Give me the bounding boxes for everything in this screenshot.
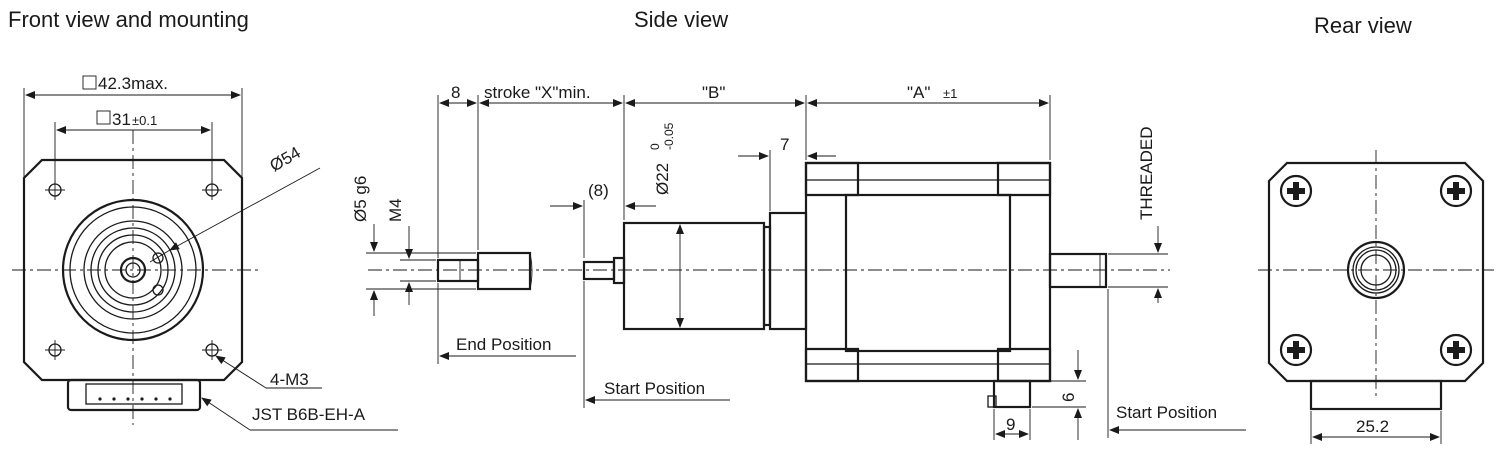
screw-icon	[1439, 333, 1473, 367]
dim-boss-tol-upper: 0	[648, 143, 662, 150]
label-threaded: THREADED	[1137, 126, 1156, 220]
connector-outline	[66, 378, 202, 412]
label-rear-start-position: Start Position	[1116, 403, 1217, 422]
mounting-hole	[45, 340, 65, 360]
screw-icon	[1439, 174, 1473, 208]
dim-boss-tol-lower: -0.05	[662, 122, 676, 150]
dim-gap: (8)	[588, 181, 609, 200]
rear-view-title: Rear view	[1314, 13, 1412, 38]
dim-b-length: "B"	[702, 83, 725, 102]
label-end-position: End Position	[456, 335, 551, 354]
dim-tab-width: 25.2	[1356, 417, 1389, 436]
label-start-position: Start Position	[604, 379, 705, 398]
rear-view: 25.2	[1258, 150, 1494, 444]
dim-hole-pitch-tolerance: ±0.1	[132, 113, 157, 128]
dim-stroke: stroke "X"min.	[484, 83, 591, 102]
side-view-title: Side view	[634, 7, 728, 32]
dim-a-tolerance: ±1	[943, 86, 957, 101]
front-view: 42.3max. 31 ±0.1 Ø54 4-M3 JST B6B-EH-A	[12, 74, 398, 431]
rear-body-outline	[1267, 161, 1485, 383]
dim-thread-size: M4	[386, 198, 405, 222]
dim-connector-width: 9	[1006, 415, 1015, 434]
side-view: 8 stroke "X"min. "B" "A" ±1 7 (8) Ø22 0 …	[351, 83, 1246, 440]
dim-flange-diameter: Ø54	[267, 143, 304, 176]
dim-hole-pitch: 31	[112, 110, 131, 129]
dim-a-length: "A"	[907, 83, 930, 102]
dim-connector-height: 6	[1059, 393, 1078, 402]
mounting-hole	[202, 340, 222, 360]
dim-collar-length: 7	[780, 135, 789, 154]
label-connector: JST B6B-EH-A	[252, 405, 366, 424]
screw-icon	[1279, 174, 1313, 208]
screw-icon	[1279, 333, 1313, 367]
dim-boss-diameter: Ø22	[653, 163, 672, 195]
motor-flange-outline	[22, 158, 244, 382]
dim-outer-square: 42.3max.	[98, 74, 168, 93]
front-view-title: Front view and mounting	[8, 7, 249, 32]
label-mounting-screws: 4-M3	[270, 370, 309, 389]
dim-shaft-diameter: Ø5 g6	[351, 176, 370, 222]
dim-nut-length: 8	[451, 83, 460, 102]
